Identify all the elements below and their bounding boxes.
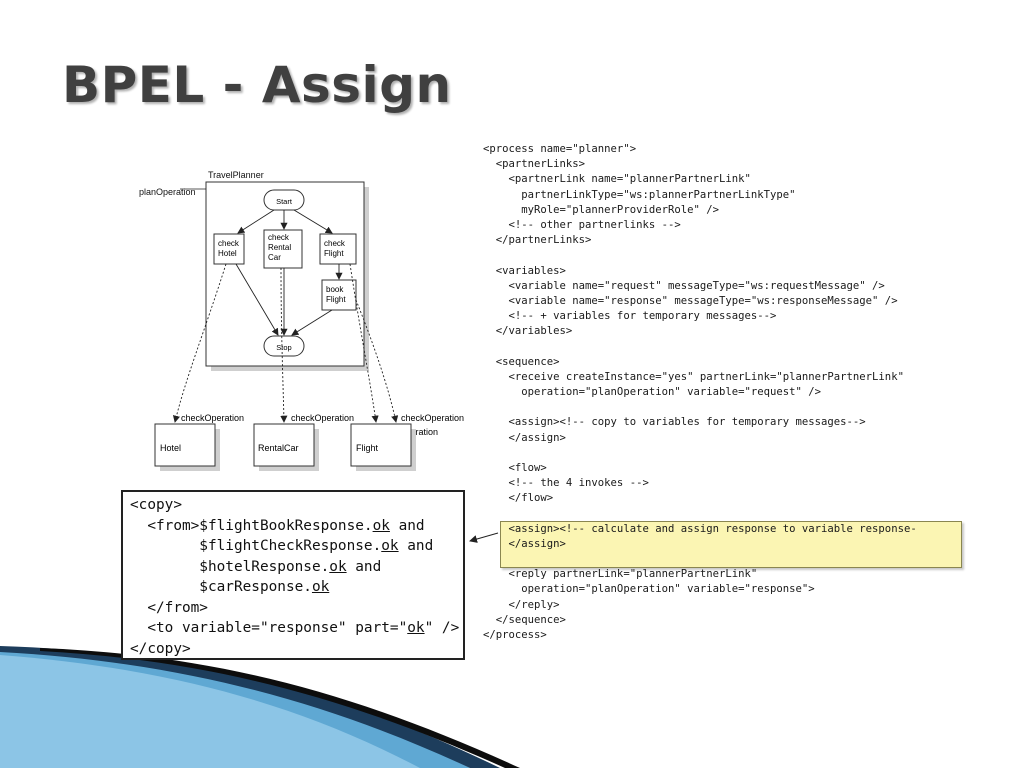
code-line: <receive createInstance="yes" partnerLin… <box>483 370 904 383</box>
copy-line-8: </copy> <box>130 640 191 657</box>
code-line: </process> <box>483 629 547 641</box>
book-flight-activity <box>321 279 357 311</box>
rental-partner-label: RentalCar <box>258 443 299 453</box>
flight-partner-label: Flight <box>356 443 379 453</box>
copy-block: <copy> <from>$flightBookResponse.ok and … <box>121 490 465 660</box>
check-rental-line3: Car <box>268 253 281 262</box>
rental-partner-box <box>253 423 315 467</box>
code-line: <assign><!-- copy to variables for tempo… <box>483 416 866 429</box>
code-line: <variables> <box>483 264 566 277</box>
highlighted-assign-box <box>500 521 962 568</box>
flight-partner-box <box>350 423 412 467</box>
stop-node <box>263 335 305 357</box>
code-line: operation="planOperation" variable="requ… <box>483 386 822 398</box>
slide-title: BPEL - Assign <box>62 56 452 114</box>
copy-line-6: </from> <box>130 599 208 616</box>
copy-line-7-text: <to variable="response" part=" <box>130 620 408 636</box>
check-flight-line1: check <box>324 239 346 248</box>
copy-line-4-ok: ok <box>329 558 347 575</box>
copy-line-3-text: $flightCheckResponse. <box>130 538 382 554</box>
flow-book-stop <box>291 309 333 336</box>
code-line: </reply> <box>483 598 560 611</box>
book-flight-line2: Flight <box>326 295 346 304</box>
code-line: <process name="planner"> <box>483 143 637 155</box>
copy-line-4-text: $hotelResponse. <box>130 558 330 575</box>
code-line: <!-- + variables for temporary messages-… <box>483 310 777 323</box>
check-flight-activity <box>319 233 357 265</box>
hotel-partner-box <box>154 423 216 467</box>
code-line: partnerLinkType="ws:plannerPartnerLinkTy… <box>483 188 796 201</box>
flow-hotel-stop <box>235 263 279 336</box>
flight-check-operation-label: checkOperation <box>401 413 464 423</box>
code-line: myRole="plannerProviderRole" /> <box>483 203 719 216</box>
hotel-operation-label: checkOperation <box>181 413 244 423</box>
entry-operation-label: planOperation <box>139 187 196 197</box>
code-line: operation="planOperation" variable="resp… <box>483 583 815 596</box>
code-line: <reply partnerLink="plannerPartnerLink" <box>483 568 758 581</box>
code-line: <partnerLink name="plannerPartnerLink" <box>483 173 751 186</box>
invoke-flight-check-link <box>349 263 379 423</box>
code-line: </assign> <box>483 431 566 444</box>
code-line: <sequence> <box>483 355 560 368</box>
code-line: </partnerLinks> <box>483 234 592 247</box>
code-line: <variable name="response" messageType="w… <box>483 294 898 307</box>
wave-mid <box>0 655 420 768</box>
check-hotel-line2: Hotel <box>218 249 237 258</box>
wave-dark <box>0 646 500 768</box>
code-line: <partnerLinks> <box>483 158 586 171</box>
check-flight-line2: Flight <box>324 249 344 258</box>
code-line: </flow> <box>483 492 554 505</box>
copy-line-4-post: and <box>346 558 382 575</box>
code-line: </sequence> <box>483 613 566 626</box>
check-hotel-activity <box>213 233 245 265</box>
bpel-code-listing: <process name="planner"> <partnerLinks> … <box>483 142 917 643</box>
copy-line-2-post: and <box>389 517 425 534</box>
code-line: <flow> <box>483 461 547 474</box>
code-line: </assign> <box>483 537 566 550</box>
code-line: <!-- other partnerlinks --> <box>483 218 681 231</box>
invoke-hotel-link <box>172 263 227 423</box>
code-line: <!-- the 4 invokes --> <box>483 477 649 490</box>
copy-line-7-ok: ok <box>407 620 425 636</box>
copy-line-3-ok: ok <box>381 538 399 554</box>
copy-line-5-ok: ok <box>311 579 330 595</box>
check-rental-line2: Rental <box>268 243 291 252</box>
code-line: <variable name="request" messageType="ws… <box>483 279 885 292</box>
container-label: TravelPlanner <box>208 170 264 180</box>
copy-line-5-text: $carResponse. <box>130 579 312 595</box>
invoke-rental-link <box>280 267 288 423</box>
code-line: <assign><!-- calculate and assign respon… <box>483 522 917 535</box>
check-rental-line1: check <box>268 233 290 242</box>
rental-operation-label: checkOperation <box>291 413 354 423</box>
stop-label: Stop <box>276 343 291 352</box>
flow-start-hotel <box>237 209 275 234</box>
copy-line-1: <copy> <box>130 497 182 513</box>
check-hotel-line1: check <box>218 239 240 248</box>
start-label: Start <box>276 197 293 206</box>
book-flight-line1: book <box>326 285 344 294</box>
code-line: </variables> <box>483 325 573 338</box>
copy-line-2-text: <from>$flightBookResponse. <box>130 517 373 534</box>
copy-line-3-post: and <box>398 538 434 554</box>
check-rental-activity <box>263 229 303 269</box>
copy-to-assign-connector <box>469 532 499 543</box>
copy-line-7-post: " /> <box>424 620 460 636</box>
flow-start-flight <box>293 209 333 234</box>
hotel-partner-label: Hotel <box>160 443 181 453</box>
copy-line-2-ok: ok <box>372 517 390 534</box>
